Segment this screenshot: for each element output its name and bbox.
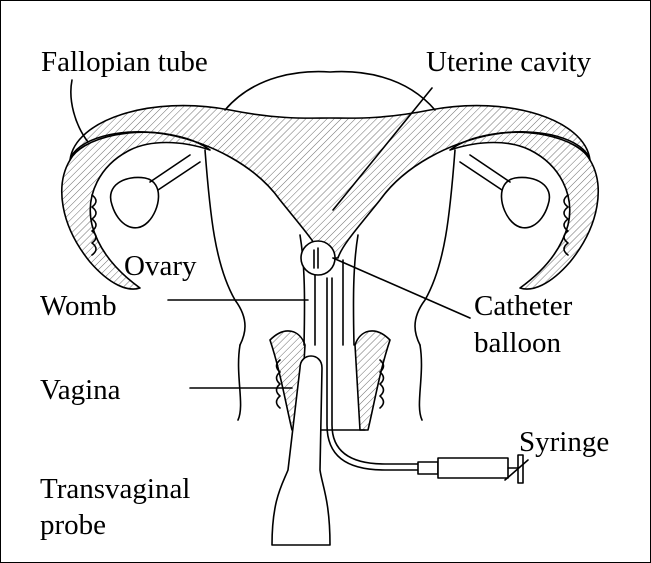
label-catheter: Catheter bbox=[474, 290, 572, 322]
uterus-left-side bbox=[205, 150, 245, 345]
uterus-right-side bbox=[415, 150, 455, 345]
uterus-fundus bbox=[225, 72, 435, 110]
label-fallopian-tube: Fallopian tube bbox=[41, 46, 208, 78]
uterine-wall bbox=[70, 106, 590, 258]
label-vagina: Vagina bbox=[40, 374, 121, 406]
label-balloon: balloon bbox=[474, 327, 561, 359]
label-womb: Womb bbox=[40, 290, 117, 322]
left-ovary bbox=[111, 177, 159, 227]
label-syringe: Syringe bbox=[519, 426, 609, 458]
label-transvaginal: Transvaginal bbox=[40, 473, 190, 505]
right-ovary bbox=[501, 177, 549, 227]
label-probe: probe bbox=[40, 509, 106, 541]
label-uterine-cavity: Uterine cavity bbox=[426, 46, 591, 78]
label-ovary: Ovary bbox=[124, 250, 196, 282]
